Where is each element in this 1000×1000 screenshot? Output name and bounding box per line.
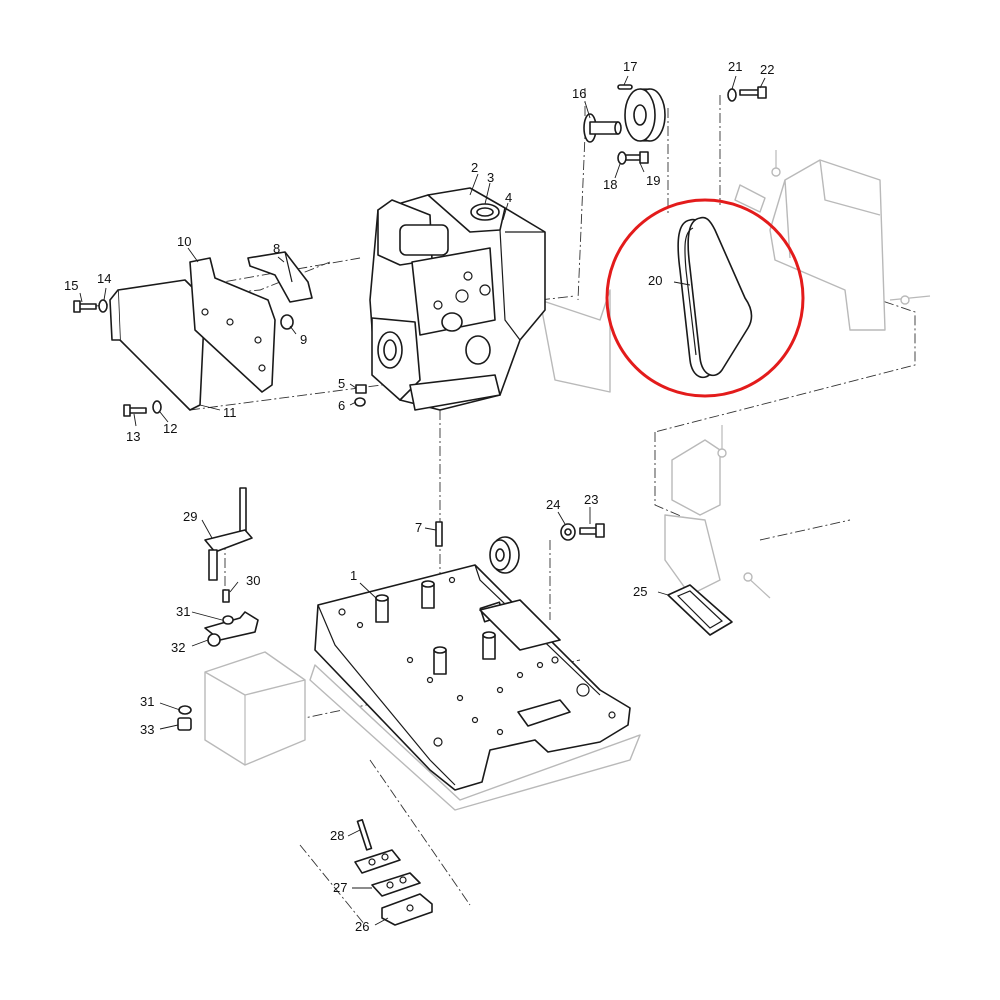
callout-1: 1: [350, 568, 357, 583]
callout-5: 5: [338, 376, 345, 391]
callout-17: 17: [623, 59, 637, 74]
callout-27: 27: [333, 880, 347, 895]
belt-cover-11: [109, 279, 206, 411]
callout-3: 3: [487, 170, 494, 185]
washer-12: [152, 400, 162, 414]
washer-18: [617, 151, 627, 165]
washer-31b: [178, 705, 192, 715]
callout-16: 16: [572, 86, 586, 101]
clamp-27-upper: [354, 849, 401, 874]
callout-6: 6: [338, 398, 345, 413]
lever-29: [204, 487, 253, 581]
callout-20: 20: [648, 273, 662, 288]
washer-9: [280, 314, 294, 330]
cover-bracket-10: [189, 257, 276, 393]
callout-12: 12: [163, 421, 177, 436]
callout-25: 25: [633, 584, 647, 599]
callout-33: 33: [140, 722, 154, 737]
clamp-27: [371, 872, 421, 897]
callout-32: 32: [171, 640, 185, 655]
gasket-25: [667, 584, 733, 636]
cap-33: [177, 717, 192, 731]
callout-7: 7: [415, 520, 422, 535]
leader-lines: [79, 75, 766, 926]
washer-14: [98, 299, 108, 313]
v-belts: [677, 216, 753, 379]
washer-21: [727, 88, 737, 102]
callout-19: 19: [646, 173, 660, 188]
callout-8: 8: [273, 241, 280, 256]
callout-9: 9: [300, 332, 307, 347]
stud-7: [435, 521, 443, 547]
callout-24: 24: [546, 497, 560, 512]
bolt-22: [739, 86, 767, 99]
clamp-26: [381, 893, 433, 926]
bolt-19: [624, 151, 649, 164]
base-plate: [314, 564, 631, 791]
washer-24: [560, 523, 576, 541]
pulley-hub-16: [583, 113, 622, 143]
callout-23: 23: [584, 492, 598, 507]
callout-13: 13: [126, 429, 140, 444]
bolt-23: [579, 523, 605, 538]
callout-28: 28: [330, 828, 344, 843]
mount-posts: [375, 580, 496, 675]
callout-10: 10: [177, 234, 191, 249]
bracket-8: [247, 251, 313, 303]
key-17: [617, 84, 633, 90]
engine-assembly: [369, 187, 546, 411]
washer-6: [354, 397, 366, 407]
callout-2: 2: [471, 160, 478, 175]
screw-30: [222, 589, 230, 603]
callout-15: 15: [64, 278, 78, 293]
callout-21: 21: [728, 59, 742, 74]
ghost-parts: [204, 150, 931, 811]
bolt-15: [73, 300, 97, 313]
callout-31a: 31: [176, 604, 190, 619]
bolt-13: [123, 404, 147, 417]
callout-4: 4: [505, 190, 512, 205]
callout-29: 29: [183, 509, 197, 524]
callout-31b: 31: [140, 694, 154, 709]
callouts: 1 2 3 4 5 6 7 8 9 10 11 12 13 14 15 16 1…: [64, 59, 774, 934]
highlight-circle: [605, 198, 805, 398]
engine-pulley: [624, 88, 666, 142]
callout-26: 26: [355, 919, 369, 934]
callout-22: 22: [760, 62, 774, 77]
callout-11: 11: [223, 405, 237, 420]
bracket-32: [204, 611, 259, 647]
nut-5: [355, 384, 367, 394]
bolt-28: [356, 819, 373, 851]
washer-31a: [222, 615, 234, 625]
callout-18: 18: [603, 177, 617, 192]
callout-14: 14: [97, 271, 111, 286]
base-pulley: [489, 536, 520, 574]
callout-30: 30: [246, 573, 260, 588]
